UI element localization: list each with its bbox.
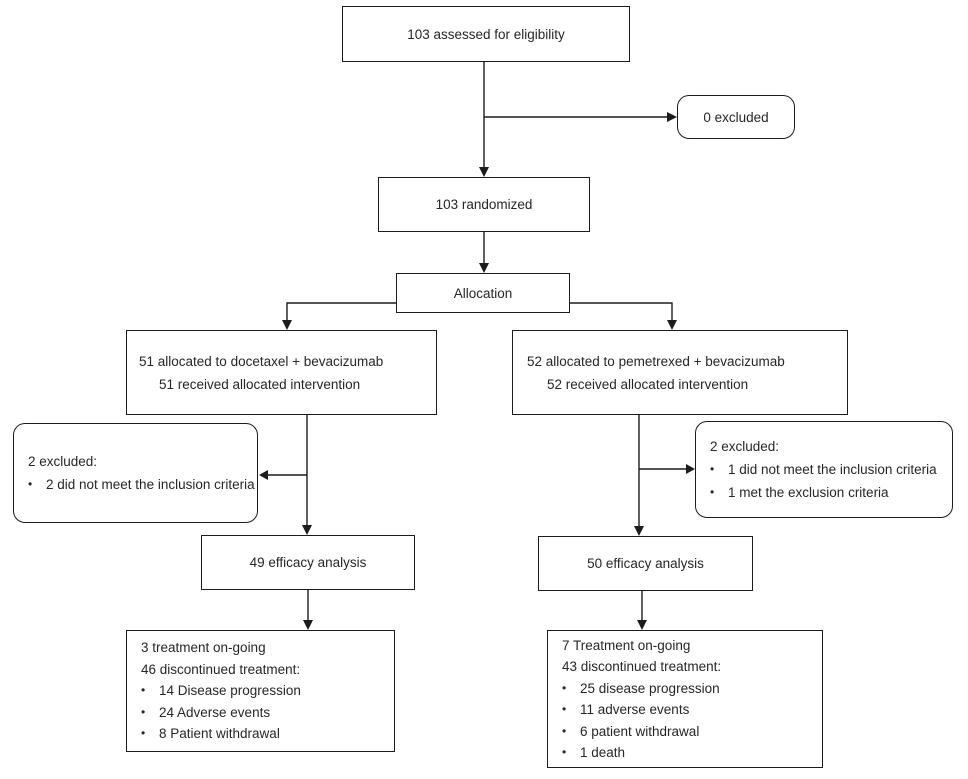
left-discontinued-item-text: 24 Adverse events [159,704,271,720]
bullet-marker: • [141,683,146,698]
right-efficacy-text: 50 efficacy analysis [587,556,704,571]
right-excluded-item: • 1 met the exclusion criteria [710,481,952,504]
bullet-marker: • [562,702,567,716]
right-excluded-item-text: 1 met the exclusion criteria [728,485,889,500]
right-excluded-item: • 1 did not meet the inclusion criteria [710,458,952,481]
right-discontinued-item-text: 25 disease progression [580,680,720,696]
left-discontinued-item-text: 14 Disease progression [159,683,301,699]
bullet-marker: • [562,723,567,738]
left-allocated-box: 51 allocated to docetaxel + bevacizumab … [126,330,437,415]
left-excluded-box: 2 excluded: • 2 did not meet the inclusi… [13,423,258,523]
eligibility-text: 103 assessed for eligibility [407,26,565,42]
right-discontinued-item: • 1 death [562,742,822,764]
randomized-box: 103 randomized [378,177,590,232]
bullet-marker: • [141,704,146,719]
right-discontinued-item: • 6 patient withdrawal [562,721,822,743]
left-outcomes-box: 3 treatment on-going 46 discontinued tre… [126,630,395,752]
excluded-initial-text: 0 excluded [703,109,769,125]
left-ongoing-text: 3 treatment on-going [141,640,266,656]
randomized-text: 103 randomized [435,197,533,212]
right-outcomes-box: 7 Treatment on-going 43 discontinued tre… [547,630,823,768]
left-efficacy-text: 49 efficacy analysis [249,555,367,570]
right-discontinued-item-text: 11 adverse events [580,702,690,717]
left-allocated-text: 51 allocated to docetaxel + bevacizumab [139,353,384,369]
left-discontinued-item: • 8 Patient withdrawal [141,723,394,745]
right-discontinued-item-text: 1 death [580,745,626,760]
right-discontinued-item: • 11 adverse events [562,699,822,721]
right-ongoing-text: 7 Treatment on-going [562,637,691,653]
bullet-marker: • [710,485,715,499]
left-excluded-item-text: 2 did not meet the inclusion criteria [46,477,255,492]
left-discontinued-heading: 46 discontinued treatment: [141,661,301,677]
excluded-initial-box: 0 excluded [677,95,795,139]
right-excluded-heading: 2 excluded: [710,439,780,454]
right-allocated-box: 52 allocated to pemetrexed + bevacizumab… [512,330,848,415]
left-efficacy-box: 49 efficacy analysis [201,535,415,590]
right-discontinued-heading: 43 discontinued treatment: [562,659,722,674]
left-received-text: 51 received allocated intervention [159,376,361,392]
left-discontinued-item: • 14 Disease progression [141,680,394,702]
left-discontinued-item-text: 8 Patient withdrawal [159,726,280,742]
allocation-text: Allocation [453,285,513,301]
left-discontinued-item: • 24 Adverse events [141,702,394,724]
bullet-marker: • [141,726,146,741]
bullet-marker: • [710,462,715,476]
bullet-marker: • [28,477,33,491]
left-excluded-heading: 2 excluded: [28,454,98,469]
right-discontinued-item: • 25 disease progression [562,678,822,700]
allocation-box: Allocation [396,273,570,313]
right-excluded-item-text: 1 did not meet the inclusion criteria [728,462,937,477]
bullet-marker: • [562,680,567,695]
right-excluded-box: 2 excluded: • 1 did not meet the inclusi… [695,421,953,518]
right-allocated-text: 52 allocated to pemetrexed + bevacizumab [527,353,785,369]
right-received-text: 52 received allocated intervention [547,376,749,392]
eligibility-box: 103 assessed for eligibility [342,6,630,62]
right-discontinued-item-text: 6 patient withdrawal [580,723,700,739]
bullet-marker: • [562,745,567,759]
left-excluded-item: • 2 did not meet the inclusion criteria [28,473,257,496]
right-efficacy-box: 50 efficacy analysis [538,536,753,591]
